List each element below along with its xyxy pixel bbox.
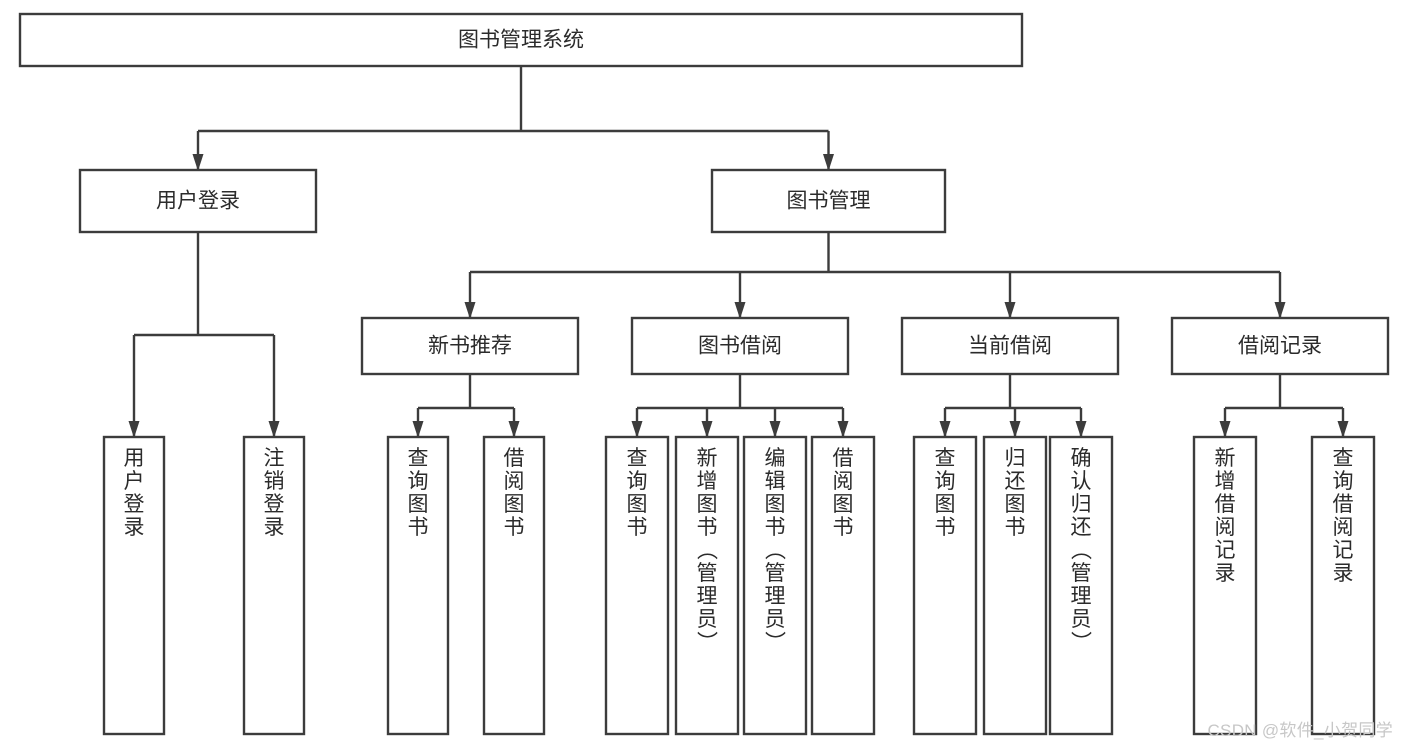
node-box [982,435,1048,736]
arrow-head [412,421,424,438]
node-label: 查询图书 [408,447,429,539]
node-n-user-login[interactable]: 用户登录 [78,168,318,234]
node-label: 图书管理 [787,190,871,213]
node-box [102,435,166,736]
arrow-head [464,302,476,319]
node-box [1310,435,1376,736]
node-label: 借阅图书 [833,447,854,539]
node-l-bb-add[interactable]: 新增图书（管理员） [674,435,740,736]
arrow-head [837,421,849,438]
node-label: 新书推荐 [428,335,512,358]
node-box [810,435,876,736]
arrow-head [701,421,713,438]
arrow-head [1337,421,1349,438]
arrow-head [192,154,204,171]
node-l-cb-confirm[interactable]: 确认归还（管理员） [1048,435,1114,736]
node-box [1170,316,1390,376]
arrow-head [1004,302,1016,319]
node-box [674,435,740,736]
arrow-head [734,302,746,319]
node-box [78,168,318,234]
node-l-rc-query[interactable]: 查询借阅记录 [1310,435,1376,736]
arrow-head [939,421,951,438]
node-box [604,435,670,736]
node-label: 查询图书 [627,447,648,539]
node-l-bb-query[interactable]: 查询图书 [604,435,670,736]
node-box [360,316,580,376]
connector-layer [128,66,1349,438]
node-label: 新增借阅记录 [1215,447,1236,585]
node-box [1048,435,1114,736]
node-layer: 图书管理系统用户登录图书管理新书推荐图书借阅当前借阅借阅记录用户登录注销登录查询… [18,12,1390,736]
csdn-watermark: CSDN @软件_小贺同学 [1207,721,1393,740]
arrow-head [508,421,520,438]
node-l-nb-query[interactable]: 查询图书 [386,435,450,736]
node-label: 借阅记录 [1238,335,1322,358]
arrow-head [1274,302,1286,319]
node-root[interactable]: 图书管理系统 [18,12,1024,68]
node-n-record[interactable]: 借阅记录 [1170,316,1390,376]
node-box [386,435,450,736]
node-label: 图书借阅 [698,335,782,358]
node-label: 图书管理系统 [458,29,584,52]
node-label: 借阅图书 [504,447,525,539]
node-box [482,435,546,736]
node-l-user-logout[interactable]: 注销登录 [242,435,306,736]
node-box [1192,435,1258,736]
node-label: 用户登录 [124,447,145,539]
node-l-cb-query[interactable]: 查询图书 [912,435,978,736]
arrow-head [823,154,834,171]
node-n-book-manage[interactable]: 图书管理 [710,168,947,234]
node-l-cb-return[interactable]: 归还图书 [982,435,1048,736]
node-box [900,316,1120,376]
node-label: 编辑图书（管理员） [765,447,787,654]
node-box [630,316,850,376]
node-box [18,12,1024,68]
node-label: 注销登录 [264,447,285,539]
node-label: 当前借阅 [968,335,1052,358]
node-label: 确认归还（管理员） [1071,447,1093,654]
node-l-bb-borrow[interactable]: 借阅图书 [810,435,876,736]
node-label: 新增图书（管理员） [697,447,719,654]
node-box [742,435,808,736]
arrow-head [769,421,781,438]
arrow-head [1075,421,1087,438]
node-label: 查询借阅记录 [1333,447,1354,585]
node-label: 查询图书 [935,447,956,539]
node-label: 归还图书 [1005,447,1026,539]
node-l-user-login[interactable]: 用户登录 [102,435,166,736]
arrow-head [1219,421,1231,438]
arrow-head [1009,421,1021,438]
node-l-rc-add[interactable]: 新增借阅记录 [1192,435,1258,736]
node-box [912,435,978,736]
arrow-head [128,421,140,438]
node-n-new-book[interactable]: 新书推荐 [360,316,580,376]
node-box [710,168,947,234]
node-label: 用户登录 [156,190,240,213]
node-box [242,435,306,736]
arrow-head [631,421,643,438]
node-n-borrow[interactable]: 图书借阅 [630,316,850,376]
node-l-bb-edit[interactable]: 编辑图书（管理员） [742,435,808,736]
node-l-nb-borrow[interactable]: 借阅图书 [482,435,546,736]
arrow-head [268,421,280,438]
node-n-current[interactable]: 当前借阅 [900,316,1120,376]
